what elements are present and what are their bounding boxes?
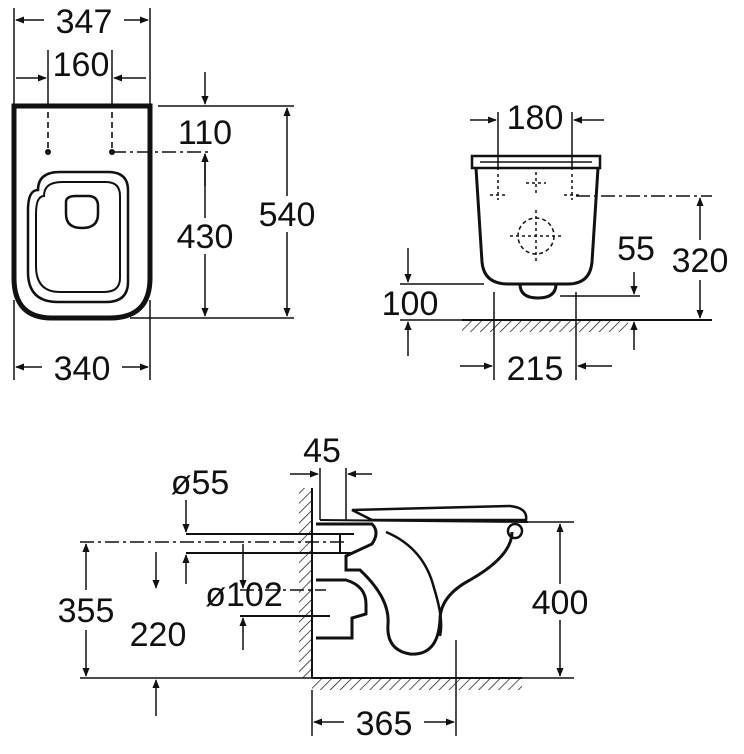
dim-320: 320	[672, 242, 729, 280]
dim-100: 100	[382, 285, 439, 323]
floor-hatch	[312, 679, 522, 690]
dim-400: 400	[532, 584, 589, 622]
dim-215: 215	[507, 350, 564, 388]
top-view: 347 160 110 430 540 340	[11, 3, 316, 388]
bowl-opening	[64, 194, 100, 230]
dim-180: 180	[507, 99, 564, 137]
bowl-outline-side	[316, 522, 514, 656]
bowl-outline-rear	[474, 167, 600, 286]
fixing-marks	[490, 172, 580, 262]
dim-55: 55	[617, 230, 655, 268]
dim-430: 430	[177, 218, 234, 256]
seat-inner-outline	[35, 181, 121, 293]
dim-110: 110	[178, 114, 232, 152]
dim-540: 540	[259, 196, 316, 234]
dim-347: 347	[56, 3, 113, 41]
fixing-hole-left	[45, 149, 51, 155]
dim-365: 365	[356, 705, 413, 743]
dim-45: 45	[303, 432, 341, 470]
dim-355: 355	[58, 592, 115, 630]
dim-160: 160	[53, 46, 110, 84]
bowl-outline-top	[11, 103, 153, 321]
dim-340: 340	[54, 350, 111, 388]
dim-d102: ø102	[205, 576, 283, 614]
rear-view: 180 55 320 100 215	[382, 99, 729, 388]
seat-outline	[26, 170, 130, 304]
side-view: 45 ø55 ø102 355 220 400 365	[58, 432, 589, 743]
dim-d55: ø55	[171, 464, 230, 502]
dim-220: 220	[130, 616, 187, 654]
wall-hatch	[299, 488, 311, 678]
